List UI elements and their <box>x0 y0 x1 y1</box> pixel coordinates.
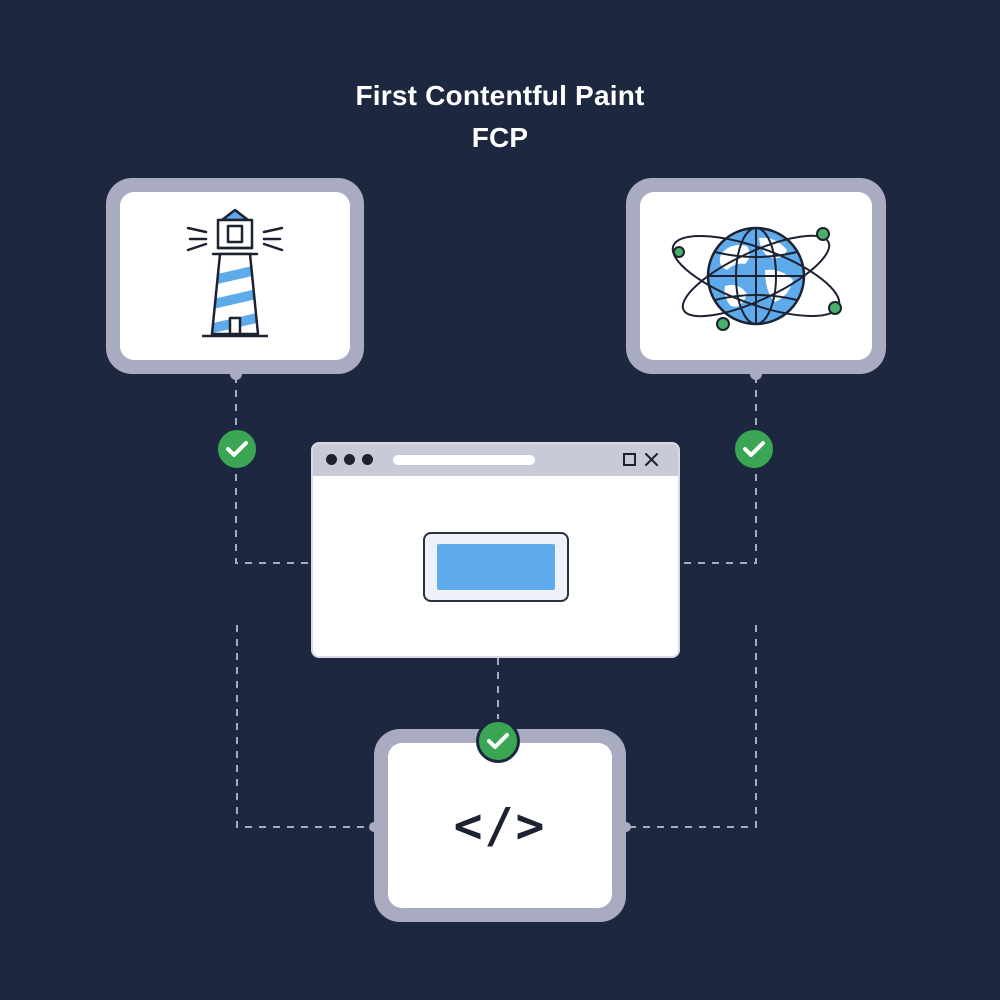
window-dot <box>344 454 355 465</box>
first-content-block <box>423 532 569 602</box>
connector-left-code <box>236 625 372 828</box>
check-icon <box>215 427 259 471</box>
maximize-icon <box>623 453 636 466</box>
browser-window <box>311 442 680 658</box>
browser-titlebar <box>313 444 678 476</box>
lighthouse-icon <box>186 208 284 338</box>
globe-network-icon <box>671 226 842 331</box>
globe-card <box>626 178 886 374</box>
diagram-title: First Contentful Paint <box>355 80 645 111</box>
code-card-body: </> <box>388 743 612 908</box>
window-controls <box>623 453 658 466</box>
check-icon <box>732 427 776 471</box>
lighthouse-card-body <box>120 192 350 360</box>
check-icon <box>476 719 520 763</box>
window-dot <box>362 454 373 465</box>
code-icon: </> <box>453 797 547 854</box>
content-fill <box>437 544 555 590</box>
address-bar <box>393 455 535 465</box>
diagram-subtitle: FCP <box>471 122 529 153</box>
close-icon <box>645 453 658 466</box>
globe-card-body <box>640 192 872 360</box>
lighthouse-card <box>106 178 364 374</box>
connector-right-code <box>628 625 757 828</box>
window-dot <box>326 454 337 465</box>
